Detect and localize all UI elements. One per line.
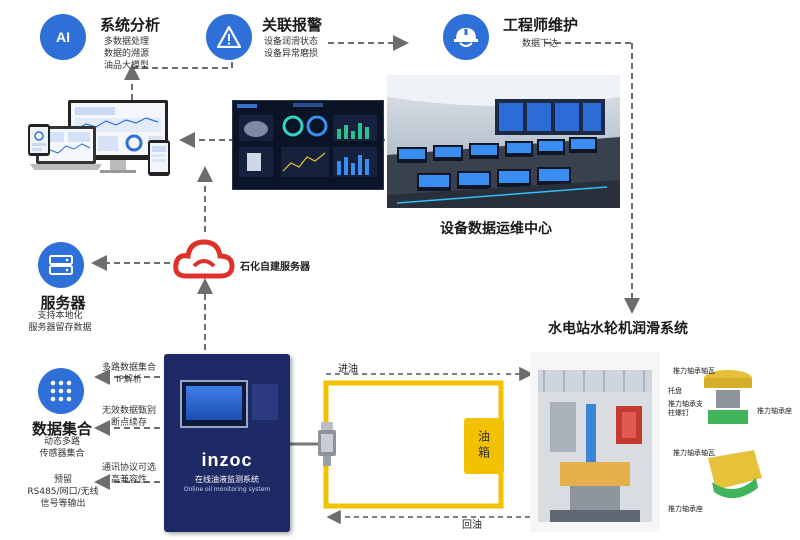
hydro-turbine-section-image — [530, 352, 660, 532]
oil-inlet-label: 进油 — [338, 364, 358, 375]
alarm-title: 关联报警 — [262, 16, 323, 34]
device-name-cn: 在线油液监测系统 — [195, 475, 259, 484]
ops-center-control-room-image — [387, 75, 620, 208]
device-brand-logo: inzoc — [201, 450, 253, 470]
device-side-panel — [252, 384, 278, 420]
collect-note-1: 多路数据集合 IP解析 — [101, 363, 156, 385]
bearing-label-2: 托盘 — [668, 387, 682, 395]
thrust-bearing-top-image — [704, 370, 752, 424]
bearing-label-4: 推力轴承座 — [757, 407, 792, 415]
engineer-helmet-icon — [443, 14, 489, 60]
bearing-label-6: 推力轴承座 — [668, 505, 703, 513]
data-collection-title: 数据集合 — [31, 420, 92, 438]
server-icon — [38, 242, 84, 288]
oil-sensor-image — [318, 422, 336, 466]
bearing-labels: 推力轴承轴瓦 托盘 推力轴承支柱螺钉 推力轴承座 推力轴承轴瓦 推力轴承座 — [640, 366, 800, 516]
system-analysis-title: 系统分析 — [100, 16, 161, 34]
collect-note-3: 通讯协议可选 高兼容性 — [101, 463, 156, 485]
device-display-screen — [180, 380, 248, 428]
engineer-title: 工程师维护 — [503, 16, 579, 34]
server-desc: 支持本地化 服务器留存数据 — [28, 311, 92, 333]
oil-return-label: 回油 — [462, 520, 482, 531]
system-analysis-desc: 多数据处理 数据的溯源 油品大模型 — [104, 37, 150, 71]
bearing-label-5: 推力轴承轴瓦 — [673, 449, 715, 457]
data-collection-desc: 动态多路 传感器集合 — [39, 437, 85, 459]
cloud-label: 石化自建服务器 — [240, 262, 310, 273]
thrust-bearing-bottom-image — [708, 450, 762, 498]
device-name-en: Online oil monitoring system — [183, 486, 271, 493]
hydro-title: 水电站水轮机润滑系统 — [548, 321, 688, 337]
oil-monitoring-device: inzoc 在线油液监测系统 Online oil monitoring sys… — [164, 354, 290, 532]
cloud-server-icon — [173, 239, 235, 279]
output-desc: 预留 RS485/网口/无线 信号等输出 — [27, 475, 99, 509]
ops-center-title: 设备数据运维中心 — [440, 221, 552, 237]
engineer-desc: 数据下达 — [522, 39, 559, 49]
multi-device-mockup-image — [28, 100, 170, 176]
collect-note-2: 无效数据甄别 断点续存 — [101, 406, 156, 428]
bearing-label-1: 推力轴承轴瓦 — [673, 367, 715, 375]
bearing-label-3: 推力轴承支柱螺钉 — [668, 400, 703, 417]
alarm-desc: 设备润滑状态 设备异常磨损 — [264, 37, 319, 59]
warning-icon — [206, 14, 252, 60]
oil-tank: 油箱 — [464, 418, 504, 474]
ai-analysis-icon: AI — [40, 14, 86, 60]
data-collection-grid-icon — [38, 368, 84, 414]
dashboard-screen-image — [232, 100, 384, 190]
server-title: 服务器 — [40, 294, 86, 312]
